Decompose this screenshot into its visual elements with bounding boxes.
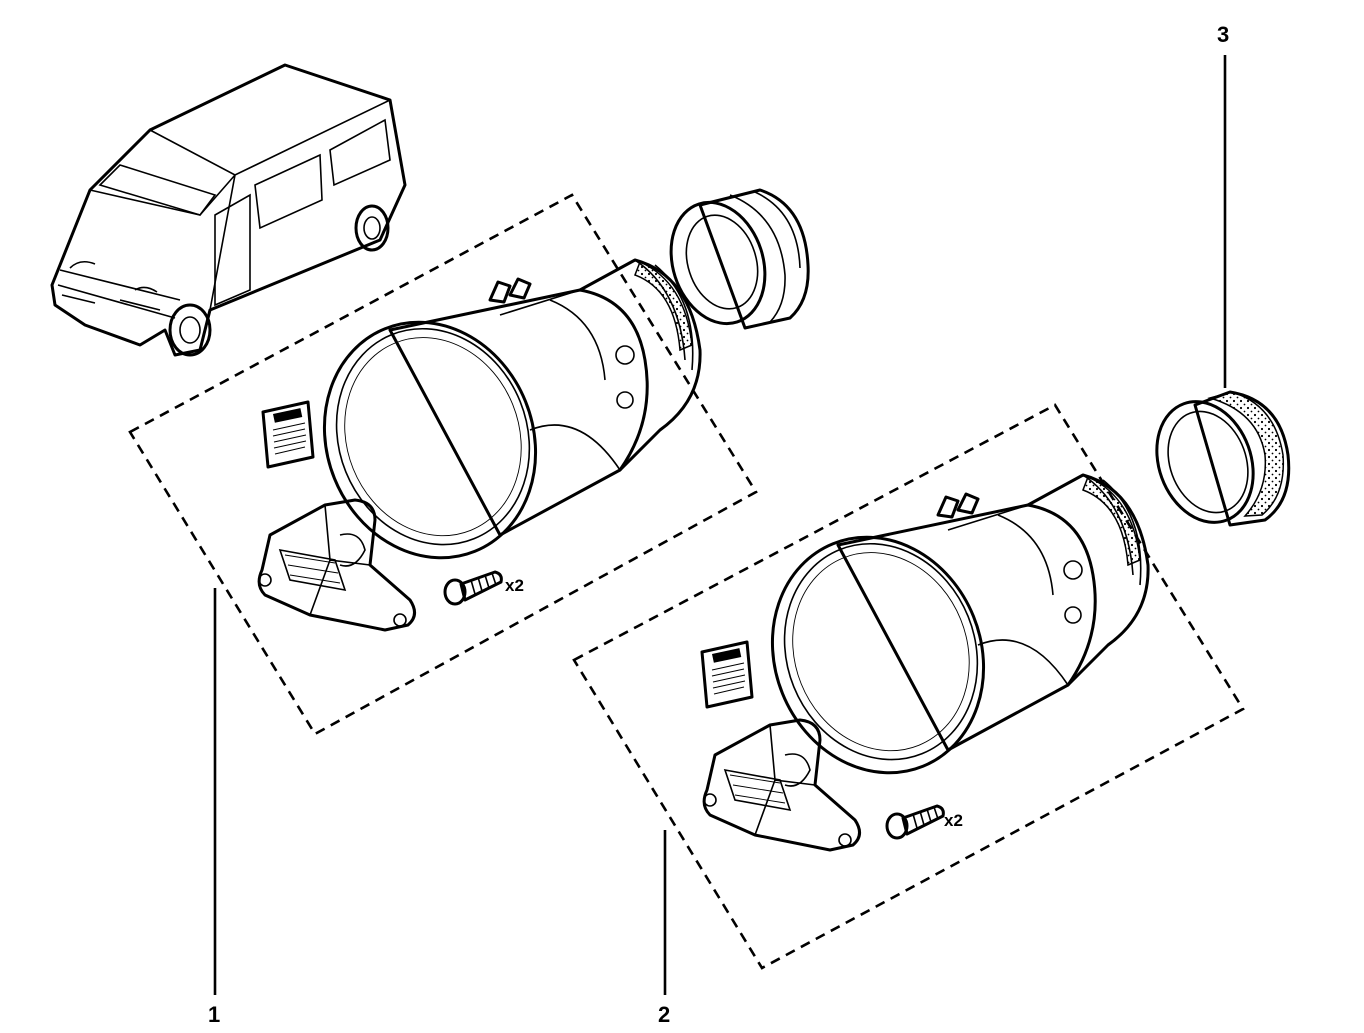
kit-2-group: x2 [572, 403, 1245, 970]
mounting-bracket-icon [257, 498, 417, 632]
mounting-bracket-icon [702, 718, 862, 852]
callout-2: 2 [658, 1002, 670, 1027]
kit-1-outline [128, 193, 758, 736]
callout-3: 3 [1217, 22, 1229, 47]
lamp-bezel-ring-icon [669, 188, 810, 330]
instruction-leaflet-icon [700, 640, 754, 709]
kit-1-group: x2 [128, 193, 758, 736]
screw-icon [885, 804, 945, 840]
kit-2-outline [572, 403, 1245, 970]
callout-1: 1 [208, 1002, 220, 1027]
fog-lamp-icon [288, 258, 702, 592]
kit-1-screw-quantity: x2 [505, 576, 524, 595]
van-illustration-icon [50, 63, 407, 357]
kit-2-screw-quantity: x2 [944, 811, 963, 830]
instruction-leaflet-icon [261, 400, 315, 469]
screw-icon [443, 570, 503, 606]
fog-lamp-insert-icon [1155, 390, 1291, 527]
